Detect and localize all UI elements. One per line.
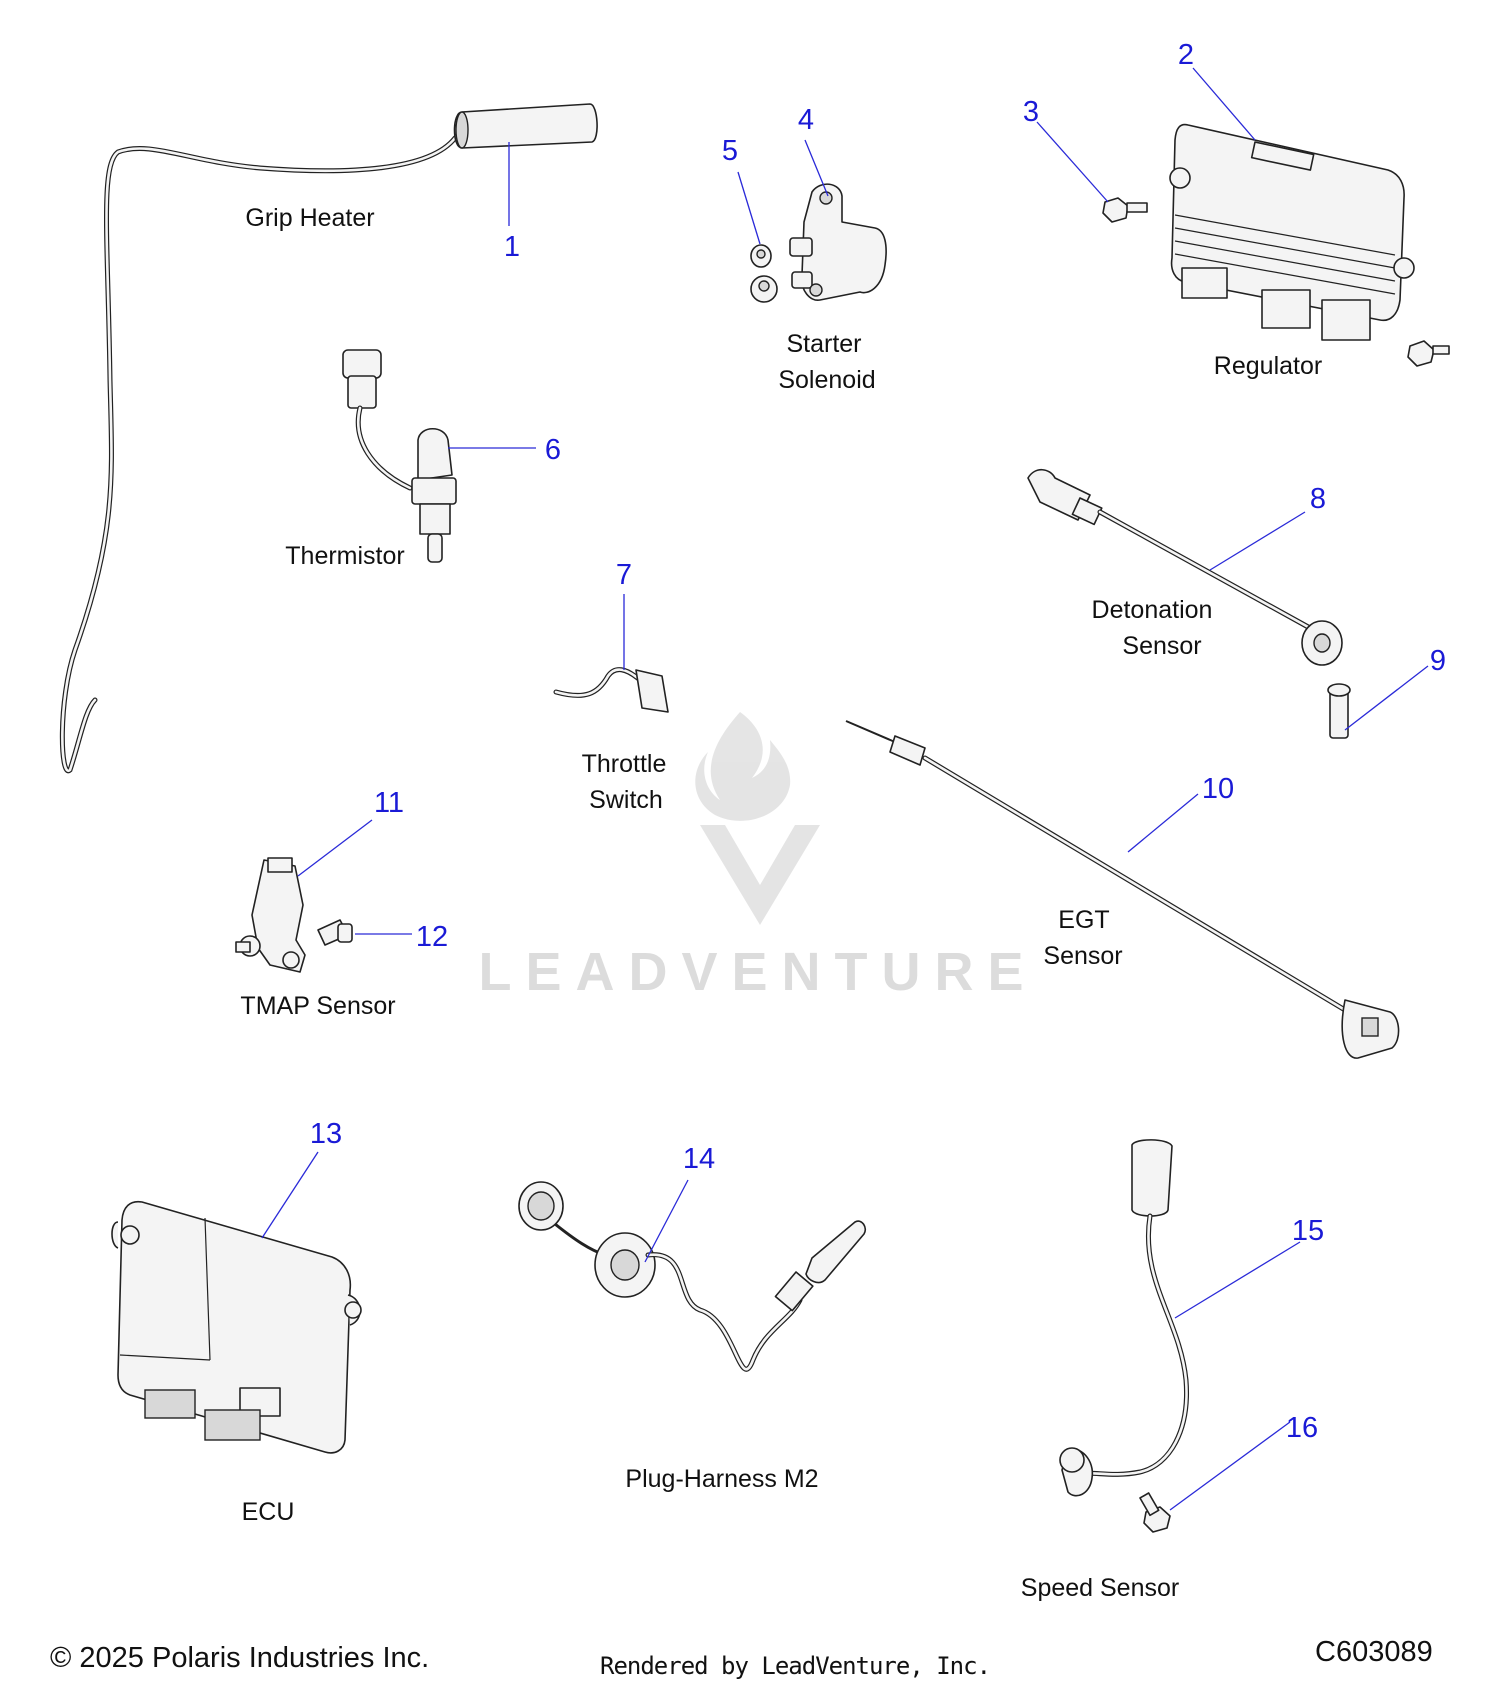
- callout-14: 14: [683, 1143, 715, 1175]
- watermark-text: LEADVENTURE: [478, 942, 1037, 1002]
- callout-2: 2: [1178, 39, 1194, 71]
- label-plug-harness: Plug-Harness M2: [625, 1465, 818, 1493]
- label-regulator: Regulator: [1214, 352, 1322, 380]
- grip-heater-drawing: [59, 103, 598, 774]
- label-thermistor: Thermistor: [285, 542, 404, 570]
- label-throttle-switch-1: Throttle: [582, 750, 667, 778]
- callout-9: 9: [1430, 645, 1446, 677]
- callout-12: 12: [416, 921, 448, 953]
- label-starter-solenoid-1: Starter: [786, 330, 861, 358]
- ecu-drawing: [111, 1200, 362, 1454]
- label-detonation-sensor-1: Detonation: [1092, 596, 1213, 624]
- callout-7: 7: [616, 559, 632, 591]
- diagram-code: C603089: [1315, 1636, 1433, 1668]
- part-labels: Grip Heater Starter Solenoid Regulator T…: [240, 204, 1322, 1602]
- plug-harness-drawing: [518, 1181, 867, 1372]
- callout-15: 15: [1292, 1215, 1324, 1247]
- callout-4: 4: [798, 104, 814, 136]
- callout-3: 3: [1023, 96, 1039, 128]
- leader-lines: [261, 67, 1429, 1511]
- callout-numbers: 1 2 3 4 5 6 7 8 9 10 11 12 13 14 15 16: [310, 39, 1446, 1444]
- speed-sensor-drawing: [1059, 1139, 1190, 1533]
- copyright-text: © 2025 Polaris Industries Inc.: [50, 1642, 430, 1674]
- starter-solenoid-drawing: [750, 183, 887, 303]
- label-throttle-switch-2: Switch: [589, 786, 663, 814]
- label-speed-sensor: Speed Sensor: [1021, 1574, 1179, 1602]
- label-detonation-sensor-2: Sensor: [1122, 632, 1201, 660]
- callout-8: 8: [1310, 483, 1326, 515]
- watermark: LEADVENTURE: [478, 712, 1037, 1002]
- v-watermark-icon: [700, 825, 820, 925]
- flame-watermark-icon: [695, 712, 791, 821]
- label-ecu: ECU: [242, 1498, 295, 1526]
- detonation-sensor-drawing: [1027, 468, 1351, 739]
- throttle-switch-drawing: [553, 667, 669, 713]
- label-grip-heater: Grip Heater: [245, 204, 374, 232]
- callout-13: 13: [310, 1118, 342, 1150]
- callout-5: 5: [722, 135, 738, 167]
- callout-16: 16: [1286, 1412, 1318, 1444]
- rendered-by-text: Rendered by LeadVenture, Inc.: [600, 1652, 991, 1680]
- label-egt-sensor-1: EGT: [1058, 906, 1109, 934]
- callout-11: 11: [374, 787, 404, 819]
- callout-10: 10: [1202, 773, 1234, 805]
- callout-1: 1: [504, 231, 520, 263]
- label-tmap-sensor: TMAP Sensor: [240, 992, 395, 1020]
- egt-sensor-drawing: [845, 720, 1400, 1059]
- regulator-drawing: [1102, 123, 1450, 367]
- callout-6: 6: [545, 434, 561, 466]
- label-egt-sensor-2: Sensor: [1043, 942, 1122, 970]
- label-starter-solenoid-2: Solenoid: [778, 366, 875, 394]
- tmap-sensor-drawing: [235, 857, 353, 973]
- thermistor-drawing: [342, 349, 457, 563]
